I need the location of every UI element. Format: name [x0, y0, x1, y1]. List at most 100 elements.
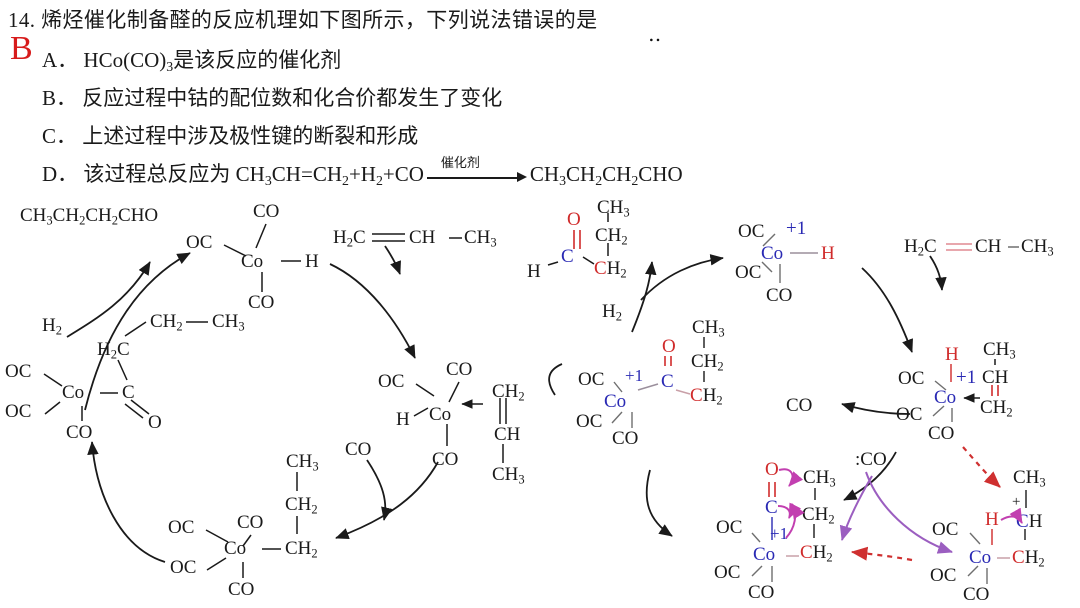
left-sp4-ch3: CH3 [212, 311, 245, 334]
left-sp3-chain-ch2a: CH2 [285, 538, 318, 561]
arrow-head [516, 171, 527, 182]
left-sp4-oc-lower: OC [5, 401, 32, 422]
left-sp2-oc-left: OC [378, 371, 405, 392]
right-spA-oc-lower: OC [735, 262, 762, 283]
right-spE-acyl-carbon: C [661, 371, 674, 392]
left-sp3-chain-ch3: CH3 [286, 451, 319, 474]
arrow-hydrido-to-alkene [329, 263, 416, 359]
right-aldehyde-ch3: CH3 [597, 197, 630, 220]
dashed-arrow-alkene-insertion [962, 446, 1001, 488]
option-c-label: C． [42, 124, 78, 148]
option-b-label: B． [42, 86, 78, 110]
left-reagent-co: CO [345, 439, 372, 460]
right-spB-oc-lower: OC [896, 404, 923, 425]
right-spC-oc-lower: OC [930, 565, 957, 586]
option-c[interactable]: C． 上述过程中涉及极性键的断裂和形成 [42, 120, 418, 150]
right-spB-ch2: CH2 [980, 397, 1013, 420]
right-spB-co-bottom: CO [928, 423, 955, 444]
arrow-h2-to-aldehyde [631, 261, 657, 333]
right-spD-ch2-alpha: CH2 [800, 542, 833, 565]
right-spC-plus-sign: + [1012, 494, 1021, 510]
right-reagent-propene-h2c: H2C [904, 236, 937, 259]
right-spD-ch3: CH3 [803, 467, 836, 490]
option-d-label: D． [42, 162, 79, 186]
right-spE-cobalt: Co [604, 391, 627, 412]
right-spB-charge: +1 [956, 367, 977, 388]
right-reagent-propene-ch3: CH3 [1021, 236, 1054, 259]
right-spE-ch3: CH3 [692, 317, 725, 340]
left-reagent-propene-ch: CH [409, 227, 436, 248]
emphasis-dots: ‥ [648, 24, 672, 46]
arrow-h2-to-product [66, 261, 151, 338]
left-sp4-acyl-carbon: C [122, 382, 135, 403]
arrow-acyl-to-hydrido-right [640, 254, 724, 301]
left-sp3-oc-upper: OC [168, 517, 195, 538]
left-sp3-chain-ch2b: CH2 [285, 494, 318, 517]
right-spA-cobalt: Co [761, 243, 784, 264]
option-b[interactable]: B． 反应过程中钴的配位数和化合价都发生了变化 [42, 82, 502, 112]
right-spC-oc-upper: OC [932, 519, 959, 540]
arrow-co-in [366, 459, 393, 521]
left-reagent-propene-ch3: CH3 [464, 227, 497, 250]
left-sp3-co-bottom: CO [228, 579, 255, 600]
right-spD-cobalt: Co [753, 544, 776, 565]
left-sp4-acyl-oxygen: O [148, 412, 162, 433]
right-aldehyde-ch2-beta: CH2 [595, 225, 628, 248]
option-a[interactable]: A． HCo(CO)3是该反应的催化剂 [42, 44, 341, 75]
left-sp4-co-bottom: CO [66, 422, 93, 443]
arrow-propene-in [384, 245, 401, 275]
reaction-arrow: 催化剂 [426, 155, 527, 183]
option-c-text: 上述过程中涉及极性键的断裂和形成 [82, 124, 419, 148]
right-spB-ch: CH [982, 367, 1009, 388]
left-sp3-cobalt: Co [224, 538, 247, 559]
arrow-alkene-to-alkyl [335, 461, 439, 540]
right-spC-hydride: H [985, 509, 999, 530]
left-reagent-propene: H2C [333, 227, 366, 250]
right-free-co: CO [786, 395, 813, 416]
right-spC-co-bottom: CO [963, 584, 990, 605]
right-reagent-propene-ch: CH [975, 236, 1002, 257]
left-sp2-cobalt: Co [429, 404, 452, 425]
right-reagent-h2: H2 [602, 301, 622, 324]
left-sp4-oc-upper: OC [5, 361, 32, 382]
right-lone-pair-co: :CO [855, 449, 887, 470]
right-spC-cobalt: Co [969, 547, 992, 568]
left-sp2-alkene-ch2: CH2 [492, 381, 525, 404]
right-spE-oc-upper: OC [578, 369, 605, 390]
left-sp1-co-top: CO [253, 201, 280, 222]
arrow-tail-left [548, 363, 563, 396]
right-spB-oc-upper: OC [898, 368, 925, 389]
arrow-hydrido-to-alkene-right [861, 267, 913, 353]
right-spE-oc-lower: OC [576, 411, 603, 432]
purple-arrows [839, 471, 953, 554]
right-spB-ch3: CH3 [983, 339, 1016, 362]
right-spD-acyl-oxygen: O [765, 459, 779, 480]
answer-mark: B [10, 30, 33, 67]
left-reagent-h2: H2 [42, 315, 62, 338]
option-b-text: 反应过程中钴的配位数和化合价都发生了变化 [82, 86, 503, 110]
right-spC-ch3: CH3 [1013, 467, 1046, 490]
right-spE-ch2-alpha: CH2 [690, 385, 723, 408]
right-spA-oc-upper: OC [738, 221, 765, 242]
question-stem: 14. 烯烃催化制备醛的反应机理如下图所示，下列说法错误的是 [8, 4, 598, 34]
left-sp1-co-bottom: CO [248, 292, 275, 313]
arrow-o-lone-pair [778, 468, 804, 487]
left-sp1-hydride: H [305, 251, 319, 272]
right-spB-hydride: H [945, 344, 959, 365]
arrow-co-lone-pair-path [839, 475, 873, 541]
left-sp3-co-upper: CO [237, 512, 264, 533]
arrow-propene-in-right [929, 255, 947, 291]
arrow-acyl-up [645, 469, 673, 537]
right-spE-ch2-beta: CH2 [691, 351, 724, 374]
left-sp1-cobalt: Co [241, 251, 264, 272]
right-spD-oc-lower: OC [714, 562, 741, 583]
left-sp2-alkene-ch: CH [494, 424, 521, 445]
left-sp4-ch2: CH2 [150, 311, 183, 334]
right-aldehyde-ch2-alpha: CH2 [594, 258, 627, 281]
right-spE-charge: +1 [625, 366, 644, 385]
option-a-formula-sub: 3 [166, 58, 174, 74]
right-spD-charge: +1 [770, 524, 789, 543]
right-spB-cobalt: Co [934, 387, 957, 408]
